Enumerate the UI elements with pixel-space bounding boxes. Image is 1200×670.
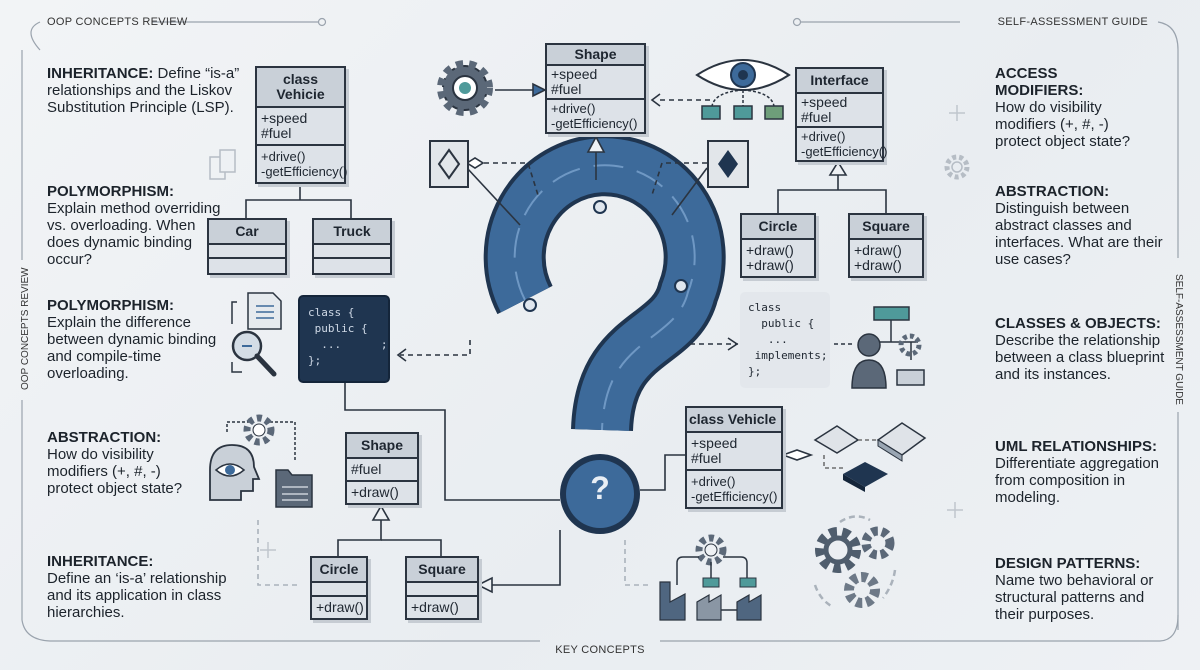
gear-outline-icon: [944, 154, 970, 180]
abstraction-head-icon: [209, 414, 313, 508]
class-name: class Vehicie: [257, 68, 344, 108]
item-text: How do visibility modifiers (+, #, -) pr…: [47, 446, 183, 497]
class-name: Truck: [314, 220, 390, 245]
left-item-polymorphism-2: Polymorphism:Explain the difference betw…: [47, 297, 232, 382]
right-item-uml-relationships: UML Relationships:Differentiate aggregat…: [995, 438, 1165, 506]
item-text: Describe the relationship between a clas…: [995, 332, 1165, 383]
factory-pattern-icon: [659, 534, 762, 621]
item-text: Explain method overriding vs. overloadin…: [47, 200, 221, 268]
side-label-right: SELF-ASSESSMENT GUIDE: [1173, 274, 1184, 405]
uml-class-circle-bottom: Circle +draw(): [310, 556, 368, 620]
item-text: How do visibility modifiers (+, #, -) pr…: [995, 99, 1131, 150]
item-title: Inheritance:: [47, 553, 154, 570]
class-name: Square: [407, 558, 477, 583]
right-item-access-modifiers: Access Modifiers:How do visibility modif…: [995, 65, 1145, 150]
class-name: Circle: [742, 215, 814, 240]
item-text: Explain the difference between dynamic b…: [47, 314, 217, 382]
uml-class-shape-top: Shape+speed #fuel+drive() -getEfficiency…: [545, 43, 646, 134]
left-item-inheritance-2: Inheritance:Define an ‘is-a’ relationshi…: [47, 553, 242, 621]
frame-lines: [21, 17, 1179, 642]
item-text: Differentiate aggregation from compositi…: [995, 455, 1160, 506]
eye-hierarchy-icon: [695, 59, 791, 120]
item-title: Design Patterns:: [995, 555, 1141, 572]
class-methods: +drive() -getEfficiency(): [261, 149, 348, 179]
document-search-icon: [231, 292, 282, 377]
class-attributes: +speed #fuel: [687, 433, 781, 471]
person-object-icon: [851, 306, 925, 389]
class-name: Circle: [312, 558, 366, 583]
side-label-left: OOP CONCEPTS REVIEW: [20, 267, 31, 390]
uml-class-square-bottom: Square +draw(): [405, 556, 479, 620]
uml-class-circle-right: Circle+draw() +draw(): [740, 213, 816, 278]
header-right-title: SELF-ASSESSMENT GUIDE: [997, 16, 1148, 28]
footer-title: KEY CONCEPTS: [555, 644, 645, 656]
right-item-classes-objects: Classes & Objects:Describe the relations…: [995, 315, 1170, 383]
code-snippet-light: class public { ... implements; };: [740, 292, 830, 388]
class-methods: +drive() -getEfficiency(): [801, 129, 888, 159]
question-mark-icon: [483, 134, 726, 534]
uml-class-shape-bottom: Shape#fuel +draw(): [345, 432, 419, 505]
class-name: Shape: [547, 45, 644, 66]
copy-icon: [209, 149, 236, 180]
center-question-symbol: ?: [590, 470, 610, 506]
item-text: Distinguish between abstract classes and…: [995, 200, 1163, 268]
dashed-guides: [257, 520, 650, 586]
left-item-abstraction: Abstraction:How do visibility modifiers …: [47, 429, 187, 497]
plus-icons: [260, 105, 965, 558]
class-methods: +drive() -getEfficiency(): [551, 101, 638, 131]
class-methods: +draw(): [316, 599, 364, 615]
uml-class-truck: Truck: [312, 218, 392, 275]
uml-class-vehicle-bottom: class Vehicle+speed #fuel+drive() -getEf…: [685, 406, 783, 509]
class-methods: +draw(): [351, 484, 399, 500]
design-pattern-gears-icon: [813, 515, 897, 609]
code-snippet-dark: class { public { ... ; };: [298, 295, 390, 383]
uml-class-vehicle-top: class Vehicie+speed #fuel+drive() -getEf…: [255, 66, 348, 184]
uml-class-car: Car: [207, 218, 287, 275]
uml-relationship-shapes-icon: [813, 422, 927, 492]
class-name: Square: [850, 215, 922, 240]
class-methods: +drive() -getEfficiency(): [691, 474, 778, 504]
item-title: Abstraction:: [995, 183, 1110, 200]
item-title: Polymorphism:: [47, 183, 174, 200]
item-text: Define “is-a” relationships and the Lisk…: [47, 65, 240, 116]
class-name: class Vehicle: [687, 408, 781, 433]
item-title: Classes & Objects:: [995, 315, 1161, 332]
header-left-title: OOP CONCEPTS REVIEW: [47, 16, 188, 28]
class-attributes: #fuel: [347, 459, 417, 482]
uml-interface: Interface+speed #fuel+drive() -getEffici…: [795, 67, 888, 162]
composition-diamond-icon: [707, 140, 749, 188]
class-name: Shape: [347, 434, 417, 459]
uml-class-square-right: Square+draw() +draw(): [848, 213, 924, 278]
item-title: Abstraction:: [47, 429, 162, 446]
class-name: Interface: [797, 69, 882, 94]
item-title: Inheritance:: [47, 65, 154, 82]
aggregation-diamond-icon: [429, 140, 469, 188]
class-methods: +draw() +draw(): [854, 242, 902, 273]
item-text: Name two behavioral or structural patter…: [995, 572, 1154, 623]
right-item-abstraction: Abstraction:Distinguish between abstract…: [995, 183, 1165, 268]
class-attributes: +speed #fuel: [547, 66, 644, 100]
left-item-inheritance: Inheritance: Define “is-a” relationships…: [47, 65, 242, 116]
left-item-polymorphism-1: Polymorphism:Explain method overriding v…: [47, 183, 232, 268]
class-methods: +draw() +draw(): [746, 242, 794, 273]
right-item-design-patterns: Design Patterns:Name two behavioral or s…: [995, 555, 1155, 623]
item-title: Polymorphism:: [47, 297, 174, 314]
item-title: UML Relationships:: [995, 438, 1157, 455]
class-attributes: +speed #fuel: [257, 108, 344, 146]
item-text: Define an ‘is-a’ relationship and its ap…: [47, 570, 227, 621]
class-attributes: +speed #fuel: [797, 94, 882, 128]
item-title: Access Modifiers:: [995, 65, 1084, 99]
gear-icon: [437, 60, 493, 116]
class-methods: +draw(): [411, 599, 459, 615]
class-name: Car: [209, 220, 285, 245]
